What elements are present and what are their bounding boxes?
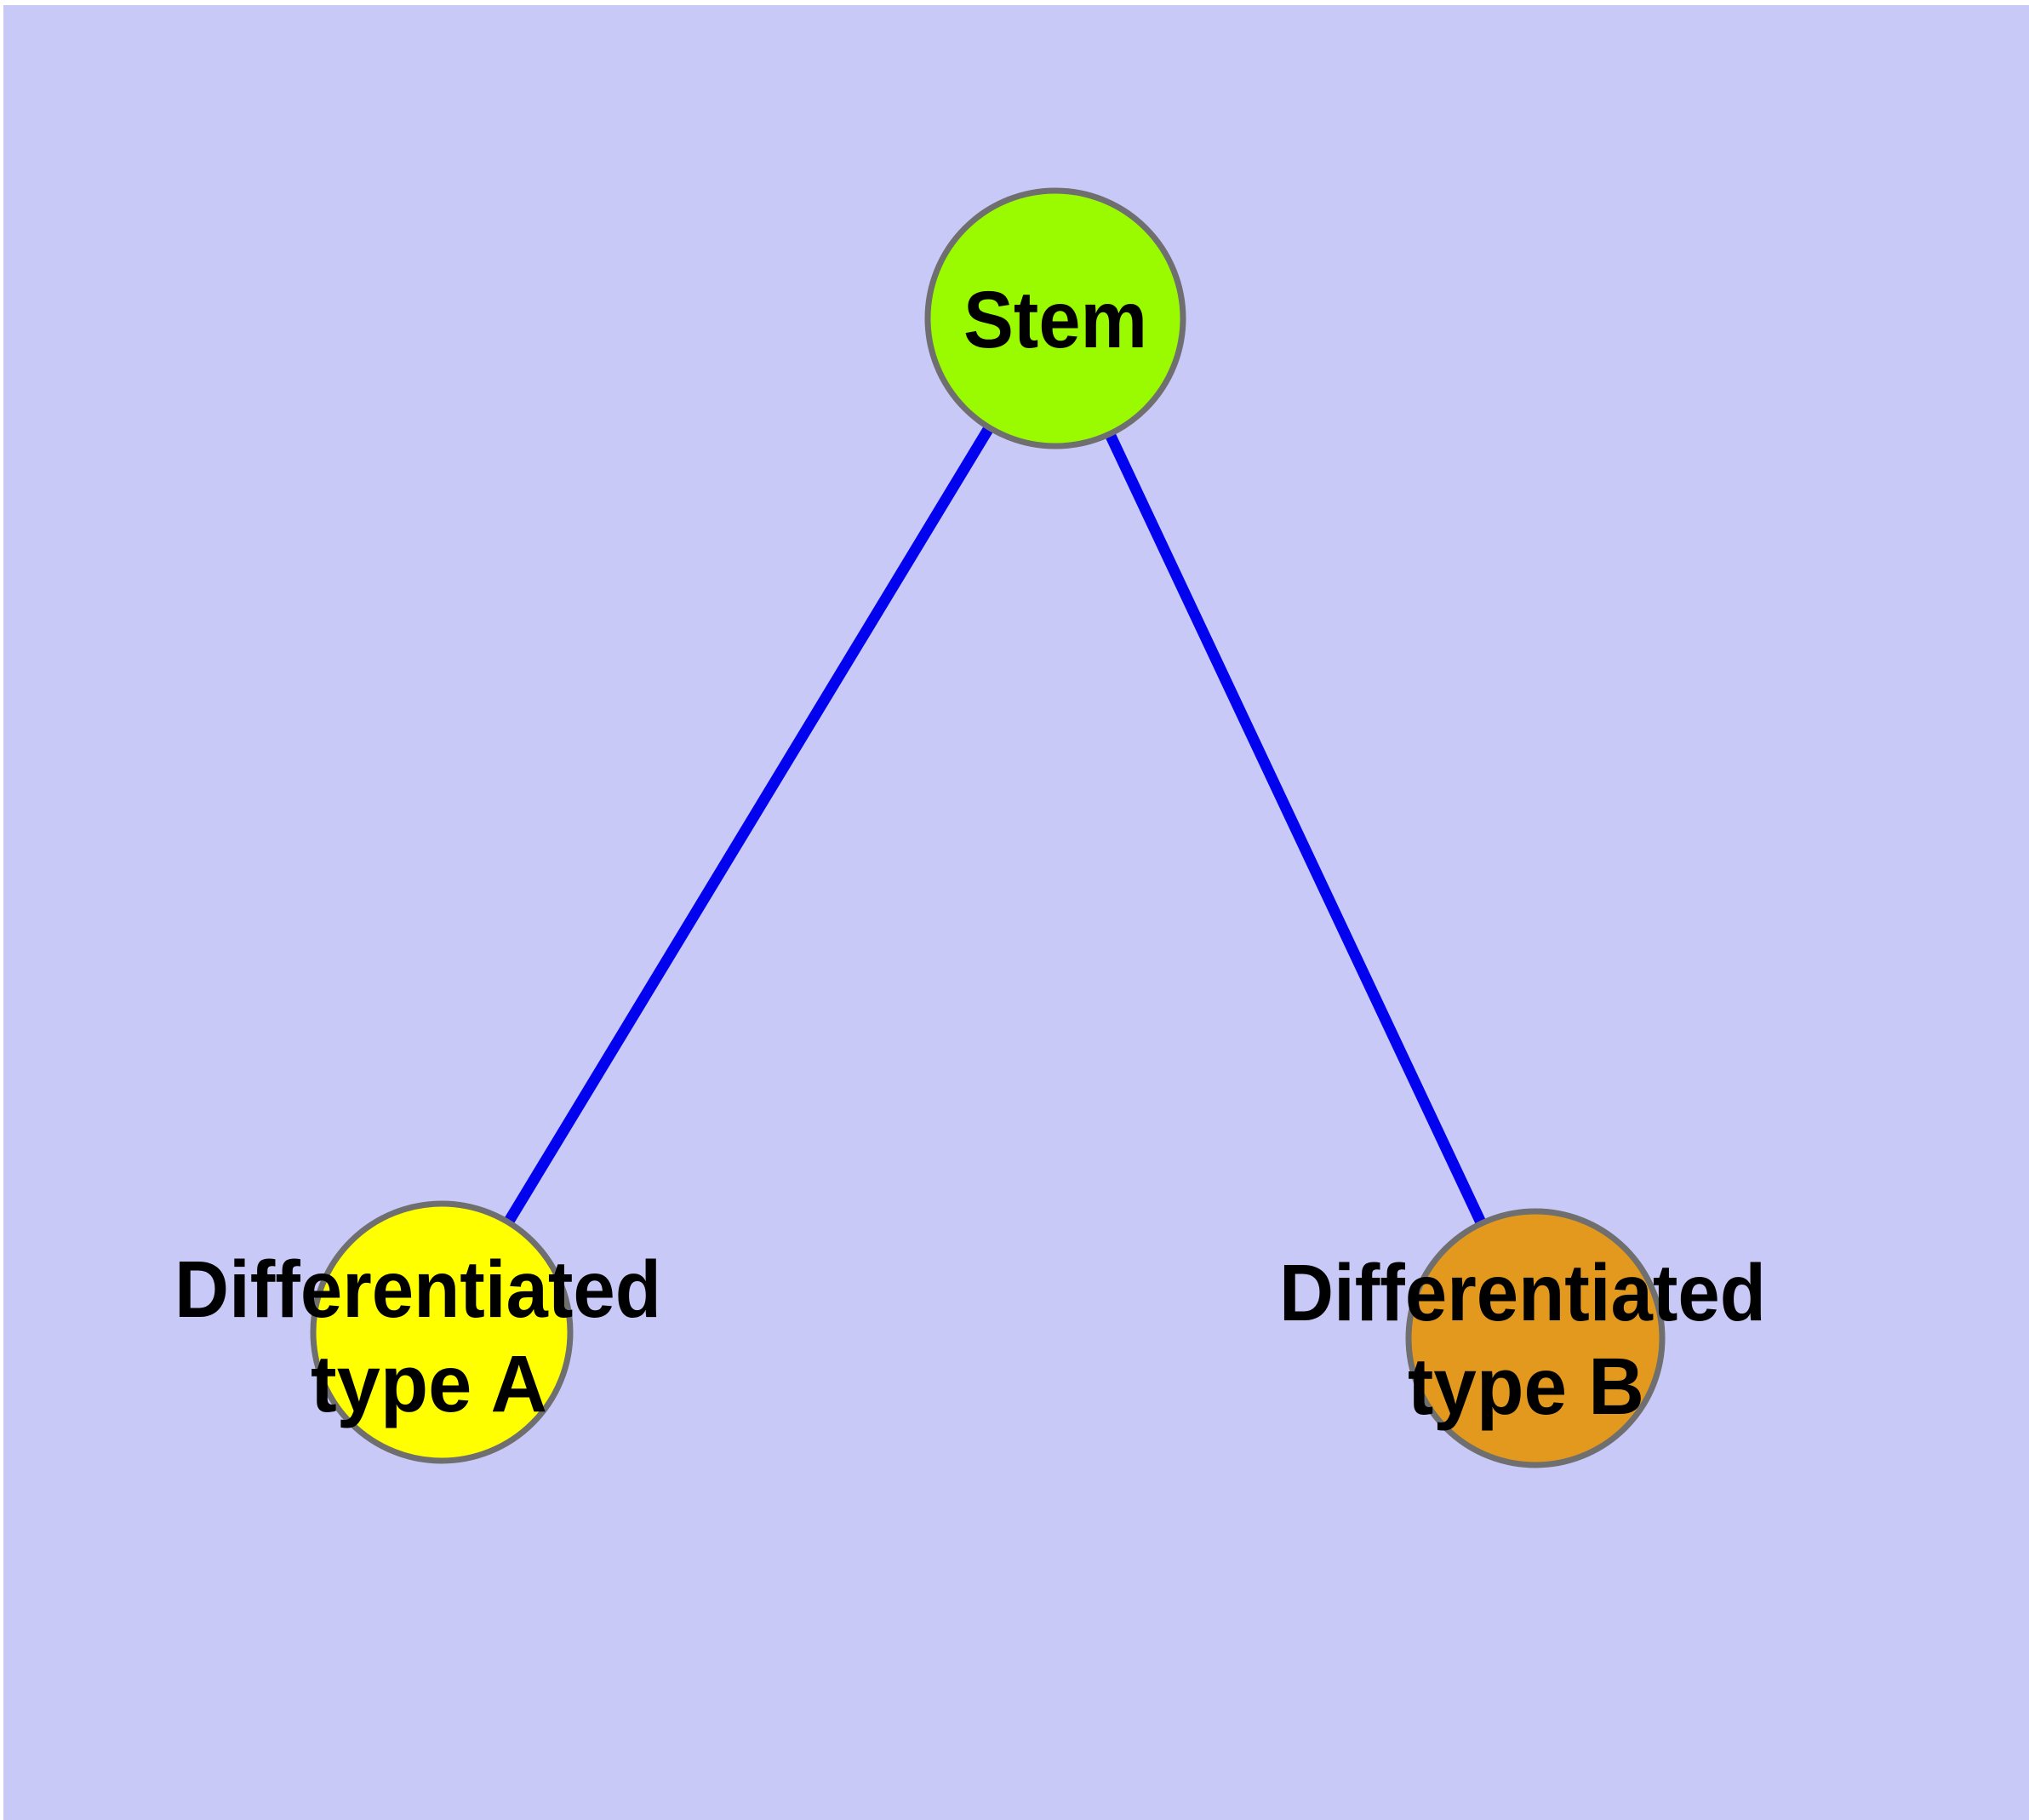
- node-differentiated-type-b-label-line-2: type B: [1408, 1342, 1644, 1432]
- edge-stem-to-differentiated-type-b: [1050, 316, 1540, 1341]
- node-stem-circle: [924, 187, 1186, 449]
- node-differentiated-type-b-label-line-1: Differentiated: [1279, 1248, 1766, 1338]
- node-differentiated-type-a-label-line-2: type A: [311, 1339, 547, 1429]
- node-stem-label: Stem: [963, 275, 1147, 365]
- node-differentiated-type-b-circle: [1405, 1208, 1666, 1468]
- node-differentiated-type-a-circle: [310, 1200, 574, 1464]
- node-differentiated-type-a-label-line-1: Differentiated: [174, 1245, 661, 1335]
- edge-stem-to-differentiated-type-a: [437, 315, 1060, 1336]
